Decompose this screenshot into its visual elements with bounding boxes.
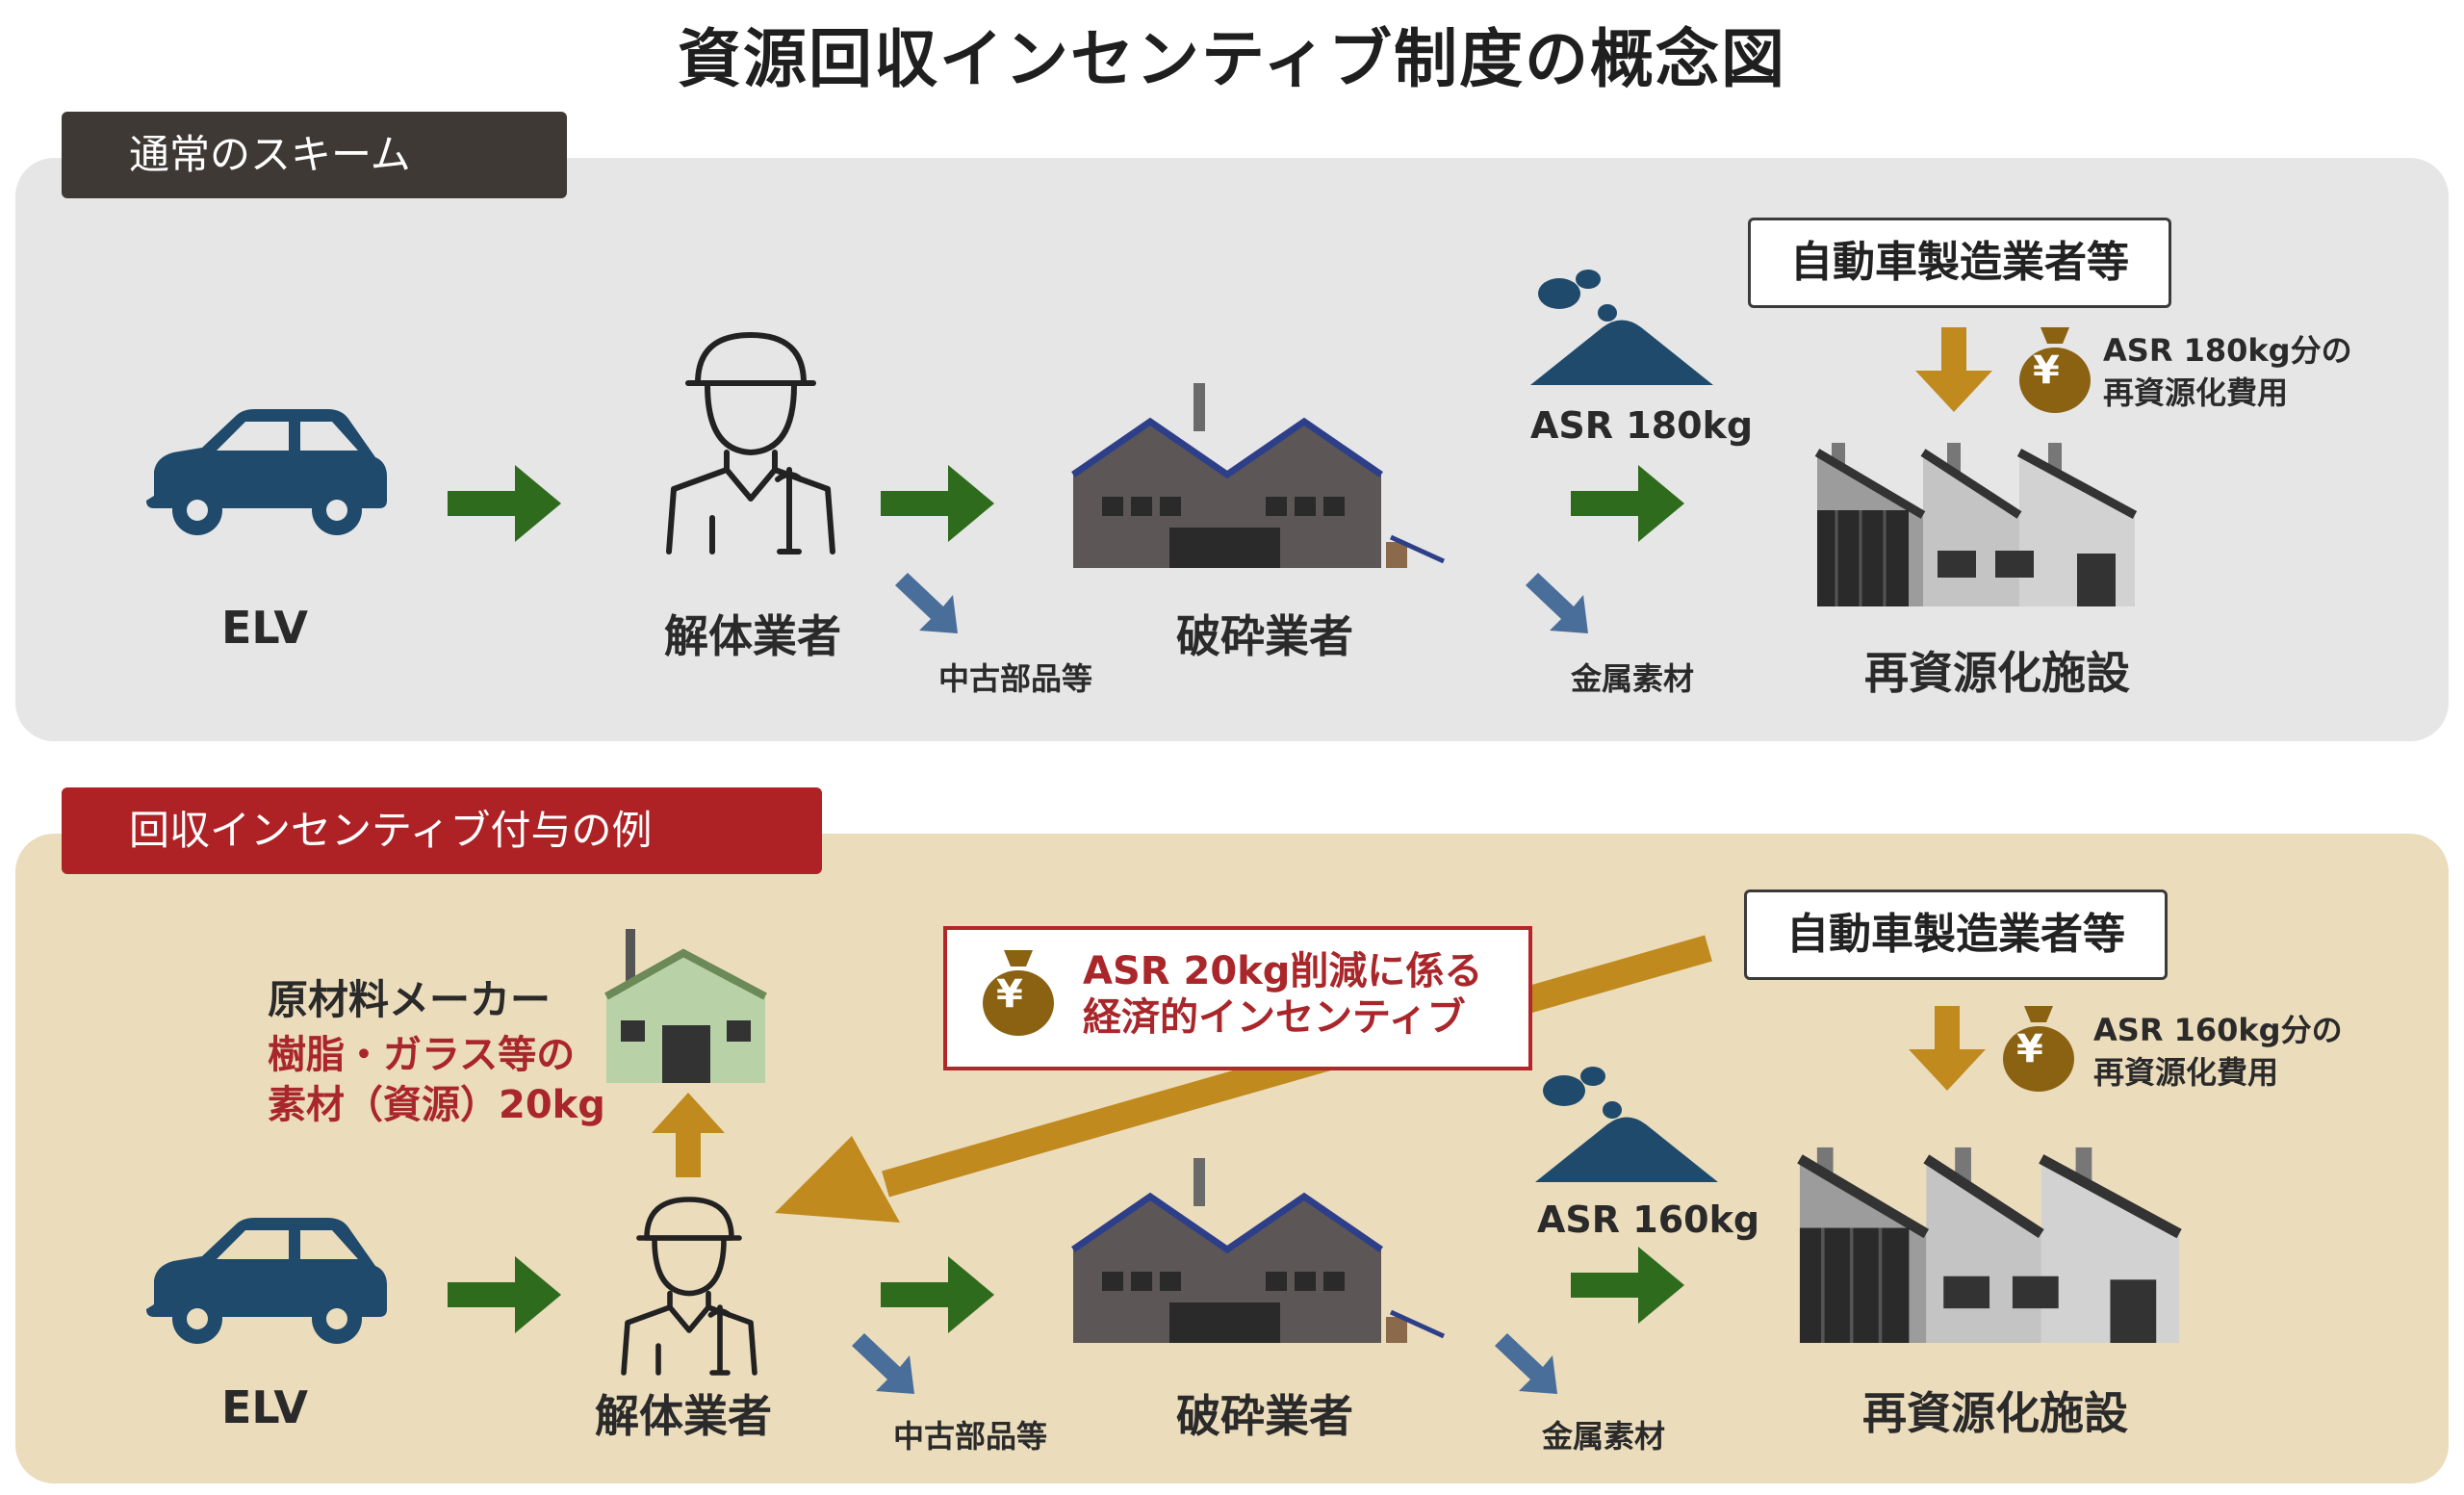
yen-symbol: ¥ [2016,1027,2043,1071]
asr-pile-icon [1530,270,1713,385]
shredder-label: 破砕業者 [1176,1390,1353,1442]
arrow-down-right-icon [1526,573,1588,633]
worker-icon [621,1197,757,1376]
material-line-2: 素材（資源）20kg [268,1083,605,1127]
arrow-right-icon [881,465,994,542]
asr-amount-label: ASR 180kg [1530,404,1754,447]
arrow-right-icon [1571,465,1684,542]
shredder-label: 破砕業者 [1176,610,1353,662]
raw-material-maker-label: 原材料メーカー [268,976,552,1023]
material-amount-label: 樹脂・ガラス等の 素材（資源）20kg [268,1030,605,1130]
money-bag-icon [2003,1006,2074,1092]
arrow-down-icon [1909,1006,1986,1091]
arrow-right-icon [448,465,561,542]
cost-line-1: ASR 180kg分の [2103,332,2352,369]
arrow-up-icon [652,1093,725,1177]
arrow-down-right-icon [852,1333,914,1394]
cost-line-2: 再資源化費用 [2103,374,2289,411]
elv-label: ELV [221,1381,309,1433]
small-factory-icon [604,929,767,1083]
money-bag-icon [983,950,1054,1036]
factory-icon [1071,383,1446,568]
incentive-scheme-tab: 回収インセンティブ付与の例 [62,787,822,874]
arrow-right-icon [448,1256,561,1333]
incentive-line-1: ASR 20kg削減に係る [1083,949,1483,993]
metal-material-label: 金属素材 [1571,660,1695,697]
yen-symbol: ¥ [996,972,1023,1017]
factory-icon [1071,1158,1446,1343]
recycling-facility-label: 再資源化施設 [1864,647,2130,699]
incentive-line-2: 経済的インセンティブ [1083,995,1466,1040]
arrow-down-icon [1915,327,1992,412]
normal-scheme-tab: 通常のスキーム [62,112,567,198]
elv-label: ELV [221,602,309,654]
worker-icon [666,332,835,554]
recycling-facility-icon [1814,443,2138,606]
dismantler-label: 解体業者 [595,1390,772,1442]
yen-symbol: ¥ [2033,348,2060,393]
money-bag-icon [2019,327,2091,413]
diagram-title: 資源回収インセンティブ制度の概念図 [677,22,1787,96]
car-icon [146,1218,387,1344]
arrow-down-right-icon [1495,1333,1557,1394]
car-icon [146,409,387,535]
incentive-text: ASR 20kg削減に係る 経済的インセンティブ [1083,948,1482,1041]
used-parts-label: 中古部品等 [938,660,1093,697]
dismantler-label: 解体業者 [664,610,841,662]
recycling-facility-label: 再資源化施設 [1862,1387,2128,1439]
arrow-right-icon [881,1256,994,1333]
arrow-down-right-icon [895,573,958,633]
manufacturer-box: 自動車製造業者等 [1744,889,2168,980]
recycling-cost-label: ASR 160kg分の 再資源化費用 [2093,1009,2343,1094]
used-parts-label: 中古部品等 [893,1418,1048,1455]
metal-material-label: 金属素材 [1542,1418,1666,1455]
asr-amount-label: ASR 160kg [1537,1199,1760,1241]
recycling-cost-label: ASR 180kg分の 再資源化費用 [2103,329,2352,414]
cost-line-2: 再資源化費用 [2093,1054,2279,1091]
cost-line-1: ASR 160kg分の [2093,1012,2343,1048]
recycling-facility-icon [1797,1147,2182,1343]
manufacturer-box: 自動車製造業者等 [1748,218,2171,308]
asr-pile-icon [1535,1067,1718,1182]
material-line-1: 樹脂・ガラス等の [268,1033,576,1077]
arrow-right-icon [1571,1247,1684,1324]
